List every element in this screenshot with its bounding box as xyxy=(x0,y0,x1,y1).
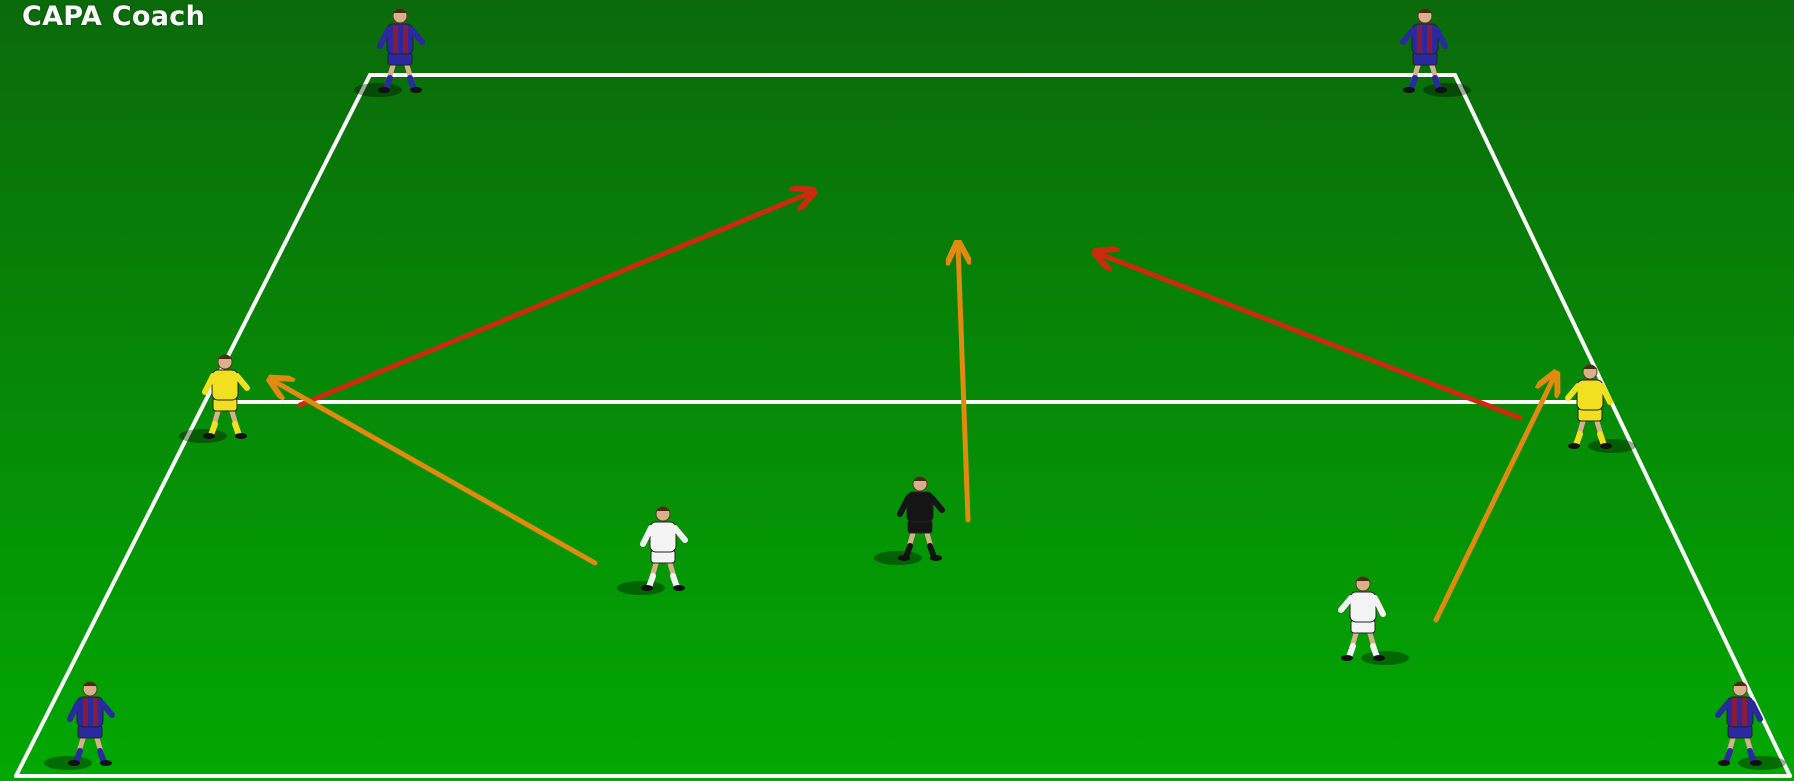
brand-logo-text: CAPA Coach xyxy=(22,0,205,34)
